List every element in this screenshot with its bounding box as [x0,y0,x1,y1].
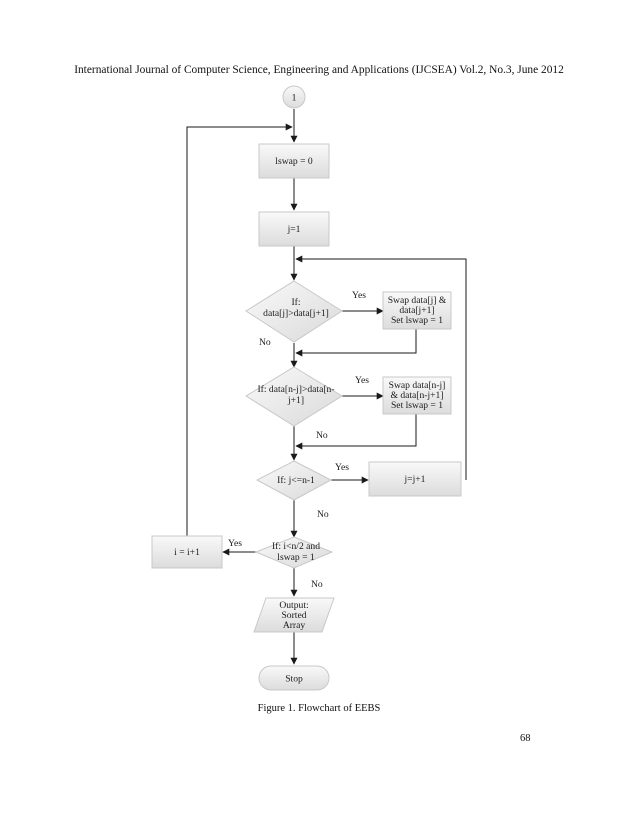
arrow-swap1-return [295,329,417,357]
label-yes-decision1: Yes [352,290,366,301]
output-sorted-array-line1: Output: [279,600,308,611]
arrow-swap2-return [295,414,417,450]
decision-j-limit-label: If: j<=n-1 [277,475,315,486]
label-no-decision1: No [259,337,271,348]
process-swap-adjacent-line3: Set lswap = 1 [391,315,443,326]
process-swap-adjacent-line2: data[j+1] [399,305,434,316]
label-yes-decision2: Yes [355,375,369,386]
figure-caption: Figure 1. Flowchart of EEBS [257,703,381,714]
process-swap-adjacent: Swap data[j] & data[j+1] Set lswap = 1 [382,291,452,330]
terminator-stop: Stop [258,665,330,691]
decision-compare-end: If: data[n-j]>data[n- j+1] [245,366,343,427]
start-connector-label: 1 [292,93,297,104]
output-sorted-array: Output: Sorted Array [253,597,335,633]
decision-continue-passes-line2: lswap = 1 [277,552,315,563]
process-increment-i: i = i+1 [151,535,223,569]
process-lswap-init: lswap = 0 [258,143,330,179]
process-swap-end: Swap data[n-j] & data[n-j+1] Set lswap =… [382,376,452,415]
page-number: 68 [520,733,531,744]
output-sorted-array-line2: Sorted [281,610,306,621]
process-j-init-label: j=1 [287,224,301,235]
label-yes-decision3: Yes [335,462,349,473]
connectors [186,109,467,665]
decision-continue-passes-line1: If: i<n/2 and [272,541,320,552]
decision-continue-passes: If: i<n/2 and lswap = 1 [254,536,334,569]
journal-header: International Journal of Computer Scienc… [74,64,564,76]
label-no-decision4: No [311,579,323,590]
process-increment-j: j=j+1 [368,461,462,497]
label-no-decision2: No [316,430,328,441]
process-swap-end-line2: & data[n-j+1] [390,390,443,401]
start-connector: 1 [282,85,306,109]
branch-labels: Yes No Yes No Yes No Yes No [228,290,369,590]
process-increment-i-label: i = i+1 [174,547,200,558]
terminator-stop-label: Stop [285,674,303,685]
arrow-loop-back-to-decision1 [295,255,467,480]
process-increment-j-label: j=j+1 [404,474,426,485]
label-yes-decision4: Yes [228,538,242,549]
decision-compare-adjacent: If: data[j]>data[j+1] [245,280,343,343]
label-no-decision3: No [317,509,329,520]
process-lswap-init-label: lswap = 0 [275,156,313,167]
decision-compare-end-line2: j+1] [287,395,304,406]
decision-compare-adjacent-line1: If: [291,297,300,308]
process-swap-end-line1: Swap data[n-j] [389,380,446,391]
output-sorted-array-line3: Array [283,620,306,631]
decision-compare-adjacent-line2: data[j]>data[j+1] [263,308,329,319]
decision-j-limit: If: j<=n-1 [255,460,333,501]
decision-compare-end-line1: If: data[n-j]>data[n- [257,384,334,395]
process-swap-end-line3: Set lswap = 1 [391,400,443,411]
process-j-init: j=1 [258,211,330,247]
arrow-loop-back-to-lswap [186,123,293,536]
process-swap-adjacent-line1: Swap data[j] & [388,295,447,306]
